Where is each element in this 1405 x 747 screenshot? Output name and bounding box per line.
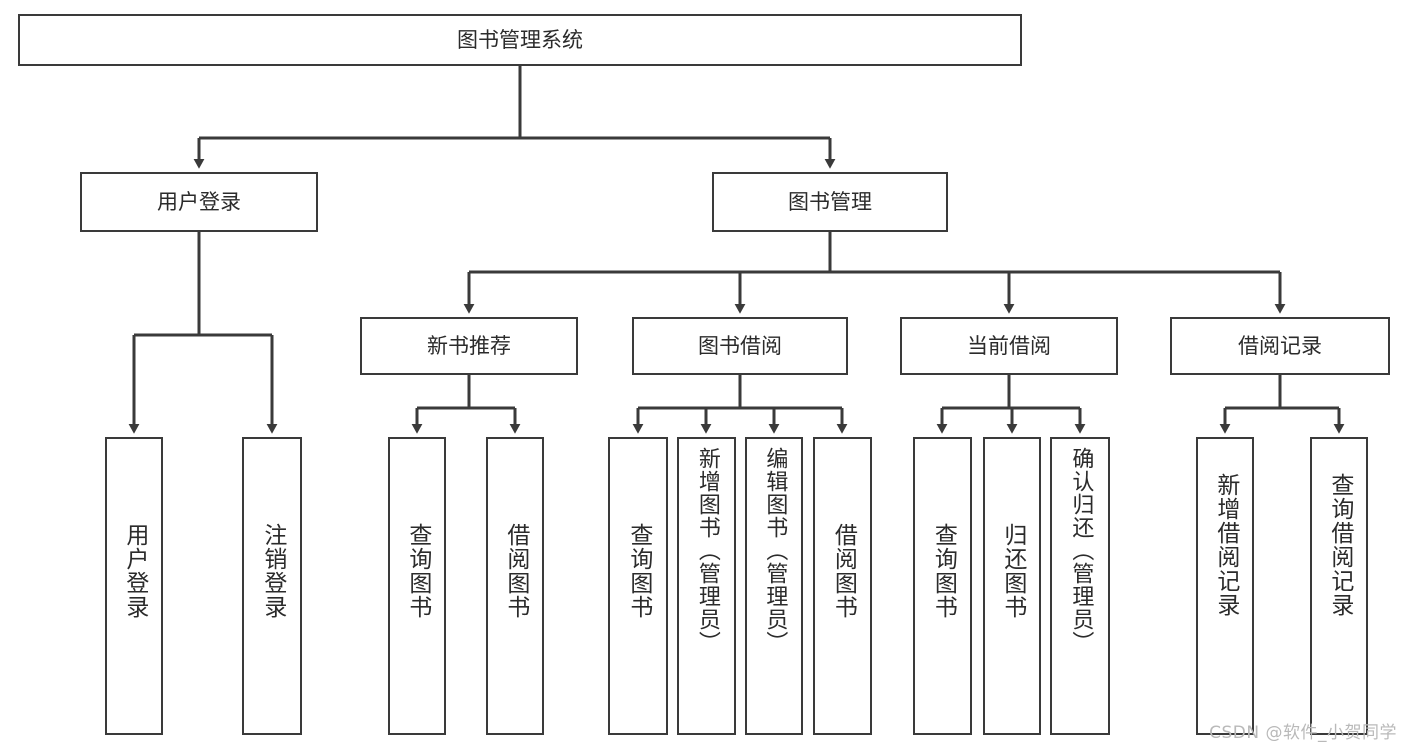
node-leaf-query-book-2[interactable]: 查询图书: [608, 437, 668, 735]
node-leaf-confirm-return-label: 确认归还（管理员）: [1068, 447, 1094, 654]
node-book-borrow[interactable]: 图书借阅: [632, 317, 848, 375]
node-leaf-borrow-book-2-label: 借阅图书: [830, 523, 857, 619]
node-leaf-edit-book[interactable]: 编辑图书（管理员）: [745, 437, 803, 735]
node-new-book-recommend-label: 新书推荐: [427, 333, 511, 358]
node-user-login-label: 用户登录: [157, 189, 241, 214]
node-leaf-logout-label: 注销登录: [259, 523, 286, 619]
node-leaf-add-record[interactable]: 新增借阅记录: [1196, 437, 1254, 735]
node-leaf-add-record-label: 新增借阅记录: [1212, 473, 1239, 617]
node-leaf-query-book-1-label: 查询图书: [404, 523, 431, 619]
node-leaf-query-record[interactable]: 查询借阅记录: [1310, 437, 1368, 735]
node-root-label: 图书管理系统: [457, 27, 583, 52]
node-borrow-record-label: 借阅记录: [1238, 333, 1322, 358]
node-leaf-user-login[interactable]: 用户登录: [105, 437, 163, 735]
node-book-borrow-label: 图书借阅: [698, 333, 782, 358]
node-book-manage[interactable]: 图书管理: [712, 172, 948, 232]
node-leaf-add-book-label: 新增图书（管理员）: [694, 447, 720, 654]
node-leaf-query-book-2-label: 查询图书: [625, 523, 652, 619]
node-leaf-logout[interactable]: 注销登录: [242, 437, 302, 735]
node-user-login[interactable]: 用户登录: [80, 172, 318, 232]
node-root[interactable]: 图书管理系统: [18, 14, 1022, 66]
node-leaf-borrow-book-2[interactable]: 借阅图书: [813, 437, 872, 735]
node-leaf-query-book-3[interactable]: 查询图书: [913, 437, 972, 735]
csdn-watermark: CSDN @软件_小贺同学: [1209, 723, 1397, 743]
node-leaf-return-book-label: 归还图书: [999, 523, 1026, 619]
node-leaf-borrow-book-1[interactable]: 借阅图书: [486, 437, 544, 735]
node-leaf-query-book-3-label: 查询图书: [930, 523, 957, 619]
node-current-borrow[interactable]: 当前借阅: [900, 317, 1118, 375]
node-leaf-query-book-1[interactable]: 查询图书: [388, 437, 446, 735]
node-leaf-confirm-return[interactable]: 确认归还（管理员）: [1050, 437, 1110, 735]
node-new-book-recommend[interactable]: 新书推荐: [360, 317, 578, 375]
node-leaf-return-book[interactable]: 归还图书: [983, 437, 1041, 735]
node-book-manage-label: 图书管理: [788, 189, 872, 214]
node-current-borrow-label: 当前借阅: [967, 333, 1051, 358]
node-leaf-borrow-book-1-label: 借阅图书: [502, 523, 529, 619]
node-leaf-user-login-label: 用户登录: [121, 523, 148, 619]
node-borrow-record[interactable]: 借阅记录: [1170, 317, 1390, 375]
node-leaf-query-record-label: 查询借阅记录: [1326, 473, 1353, 617]
node-leaf-edit-book-label: 编辑图书（管理员）: [762, 447, 788, 654]
node-leaf-add-book[interactable]: 新增图书（管理员）: [677, 437, 736, 735]
